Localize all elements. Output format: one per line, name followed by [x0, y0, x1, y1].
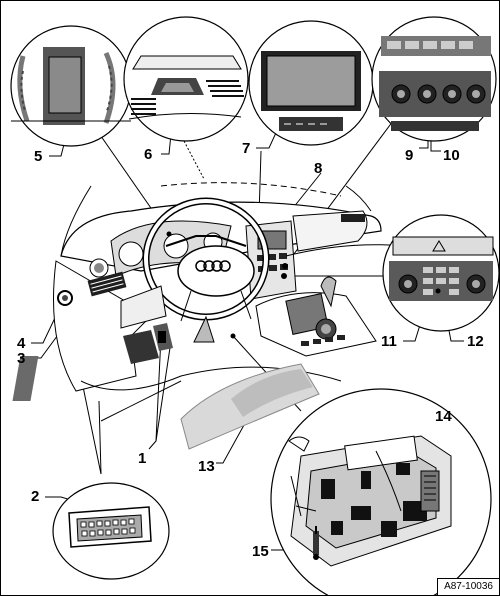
callout-8: 8 [314, 160, 323, 177]
callout-15: 15 [252, 543, 269, 560]
reference-code: A87-10036 [437, 578, 499, 595]
footwell-cover-13 [180, 363, 320, 450]
detail-7-display [248, 20, 374, 146]
detail-2-diagnostic-connector [52, 482, 170, 580]
callout-4: 4 [17, 335, 26, 352]
detail-6-sunlight-sensor [123, 16, 249, 142]
callout-11: 11 [381, 333, 397, 350]
callout-9: 9 [405, 147, 414, 164]
dashboard-illustration [12, 182, 407, 422]
detail-11-12-climate-panel [382, 214, 499, 332]
callout-6: 6 [144, 146, 153, 163]
callout-1: 1 [138, 450, 147, 467]
callout-13: 13 [198, 458, 215, 475]
callout-7: 7 [242, 140, 251, 157]
callout-2: 2 [31, 488, 40, 505]
callout-5: 5 [34, 148, 43, 165]
callout-10: 10 [443, 147, 460, 164]
callout-3: 3 [17, 350, 26, 367]
detail-9-10-control-panel [371, 16, 497, 142]
detail-5-cluster-display [10, 25, 132, 147]
callout-12: 12 [467, 333, 484, 350]
callout-14: 14 [435, 408, 452, 425]
detail-14-15-heater-unit [270, 388, 492, 595]
